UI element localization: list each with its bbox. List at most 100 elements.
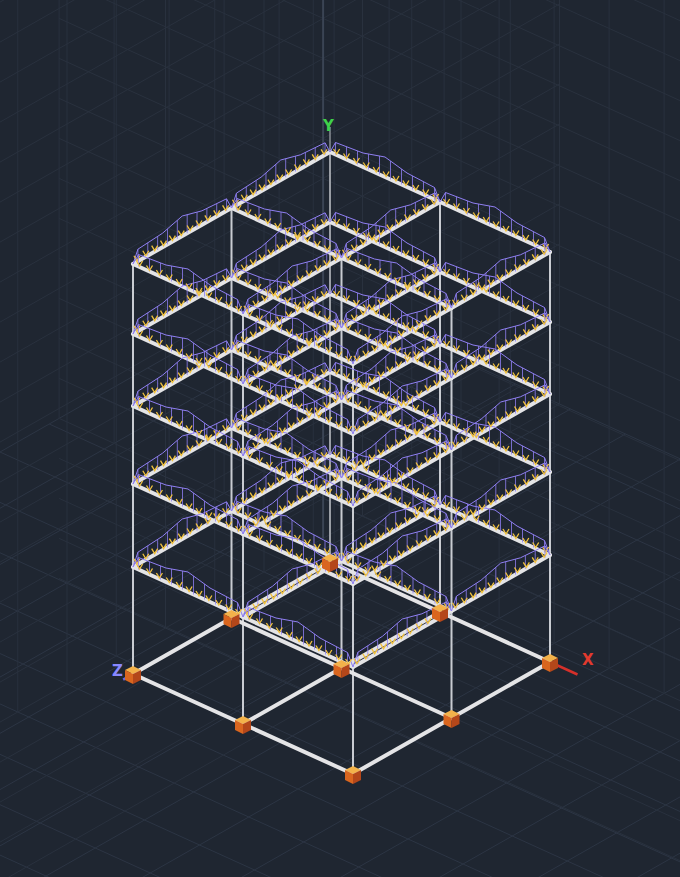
load-arrow <box>497 275 503 280</box>
load-tick <box>379 156 380 175</box>
load-arrow <box>253 371 259 376</box>
load-tick <box>277 421 278 437</box>
load-tick <box>303 367 304 383</box>
load-arrow <box>407 546 413 551</box>
beam <box>133 618 232 674</box>
load-tick <box>314 401 315 417</box>
load-tick <box>407 315 408 334</box>
load-arrow <box>324 388 330 393</box>
load-arrow <box>523 538 529 543</box>
load-tick <box>295 376 296 392</box>
load-tick <box>167 449 168 465</box>
load-tick <box>412 246 413 260</box>
load-arrow <box>444 502 450 507</box>
beams <box>133 152 550 774</box>
load-arrow <box>312 296 318 301</box>
load-diagram <box>133 255 243 315</box>
load-arrow <box>431 341 437 346</box>
load-arrow <box>414 507 420 512</box>
grid-line <box>197 340 680 790</box>
load-arrow <box>315 265 321 270</box>
load-tick <box>182 488 183 507</box>
load-arrow <box>236 526 242 531</box>
load-arrow <box>216 517 222 522</box>
load-arrow <box>389 336 395 341</box>
load-tick <box>387 549 388 565</box>
load-arrow <box>360 310 366 315</box>
load-tick <box>270 513 271 529</box>
load-arrow <box>161 311 167 316</box>
grid-line <box>0 244 560 748</box>
load-arrow <box>304 379 310 384</box>
load-tick <box>495 484 496 503</box>
load-arrow <box>288 281 294 286</box>
load-arrow <box>389 478 395 483</box>
load-arrow <box>226 302 232 307</box>
load-arrow <box>262 366 268 371</box>
load-arrow <box>461 295 467 300</box>
load-arrow <box>514 264 520 269</box>
load-arrow <box>398 551 404 556</box>
load-arrow <box>541 552 547 557</box>
grid-line <box>59 0 680 68</box>
load-diagram <box>353 602 452 667</box>
load-tick <box>187 285 188 304</box>
load-tick <box>495 406 496 425</box>
load-tick <box>295 298 296 314</box>
load-tick <box>171 266 172 282</box>
load-arrow <box>383 314 389 319</box>
grid-line <box>0 0 560 188</box>
load-arrow <box>355 563 361 568</box>
load-arrow <box>373 470 379 475</box>
grid-line <box>59 178 680 628</box>
load-tick <box>292 460 293 479</box>
load-arrow <box>333 397 339 402</box>
load-tick <box>303 323 304 342</box>
load-arrow <box>493 222 499 227</box>
grid-line <box>0 0 560 268</box>
load-arrow <box>353 300 359 305</box>
grid-line <box>0 534 680 877</box>
load-arrow <box>306 573 312 578</box>
load-tick <box>285 379 286 398</box>
load-arrow <box>345 255 351 260</box>
load-tick <box>385 284 386 303</box>
load-tick <box>395 429 396 448</box>
grid-line <box>554 0 555 643</box>
load-arrow <box>275 526 281 531</box>
load-arrow <box>235 347 241 352</box>
load-arrow <box>186 504 192 509</box>
load-arrow <box>385 576 391 581</box>
load-arrow <box>297 579 303 584</box>
load-arrow <box>294 164 300 169</box>
load-arrow <box>176 582 182 587</box>
load-arrow <box>206 513 212 518</box>
load-tick <box>407 618 408 637</box>
load-arrow <box>523 479 529 484</box>
column <box>341 258 343 668</box>
load-tick <box>204 351 205 367</box>
load-tick <box>167 371 168 387</box>
load-arrow <box>363 351 369 356</box>
load-tick <box>424 585 425 599</box>
load-arrow <box>216 297 222 302</box>
load-arrow <box>315 407 321 412</box>
load-tick <box>515 256 516 272</box>
load-tick <box>157 306 158 320</box>
load-tick <box>366 450 367 464</box>
support-side <box>440 608 448 622</box>
load-arrow <box>372 416 378 421</box>
load-arrow <box>216 367 222 372</box>
load-arrow <box>245 210 251 215</box>
load-arrow <box>381 483 387 488</box>
load-arrow <box>523 377 529 382</box>
load-arrow <box>279 589 285 594</box>
load-tick <box>385 434 386 453</box>
load-tick <box>489 206 490 225</box>
axis-label: Y <box>323 119 334 134</box>
load-arrow <box>369 377 375 382</box>
load-tick <box>277 499 278 515</box>
grid-line <box>0 44 560 548</box>
load-arrow <box>424 433 430 438</box>
load-diagram <box>133 269 232 334</box>
